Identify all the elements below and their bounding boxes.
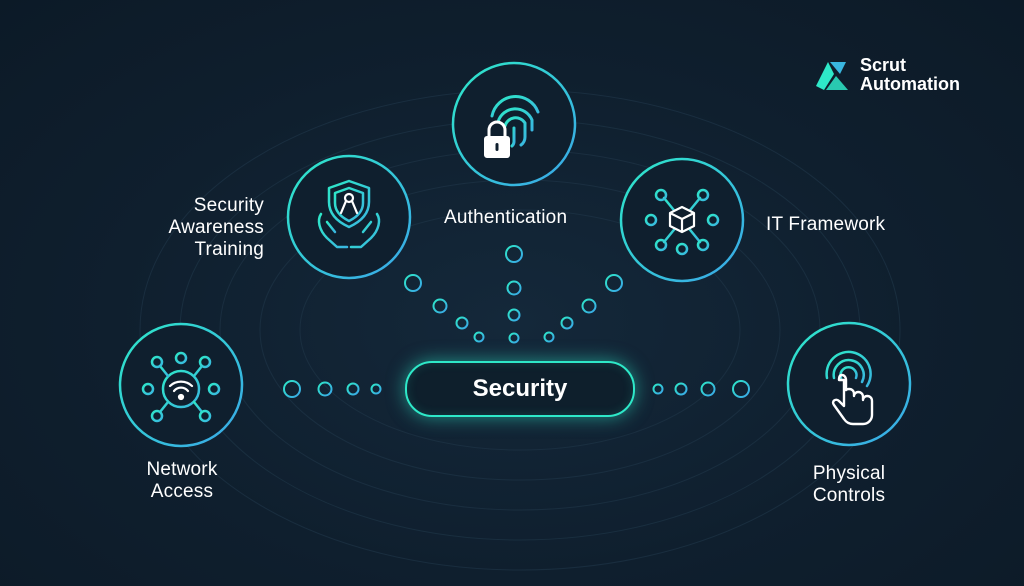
padlock-icon: [484, 120, 510, 158]
center-security-label: Security: [472, 375, 568, 402]
shield-hands-icon: [317, 179, 381, 249]
node-it-framework: [619, 157, 745, 283]
label-authentication: Authentication: [444, 207, 594, 229]
brand-name: Scrut Automation: [860, 56, 960, 94]
ribbon-icon: [339, 192, 359, 215]
node-physical-controls: [786, 321, 912, 447]
connector-dots-left: [283, 380, 382, 398]
scrut-logo-icon: [816, 62, 848, 90]
label-it-framework-text: IT Framework: [766, 214, 886, 235]
node-security-awareness: [286, 154, 412, 280]
label-network-access-line1: Network: [146, 459, 218, 480]
label-network-access: Network Access: [122, 459, 242, 503]
label-security-awareness-line1: Security: [193, 195, 264, 216]
brand-name-line2: Automation: [860, 74, 960, 94]
label-authentication-text: Authentication: [444, 207, 568, 228]
cube-icon: [668, 205, 696, 234]
wifi-icon: [168, 380, 194, 401]
label-security-awareness-line3: Training: [194, 239, 264, 260]
connector-dots-top: [505, 245, 523, 344]
label-physical-controls-line2: Controls: [812, 485, 886, 506]
connector-dots-upper-left: [404, 274, 485, 343]
label-physical-controls: Physical Controls: [789, 463, 909, 507]
center-security-node: Security: [405, 361, 635, 417]
label-physical-controls-line1: Physical: [812, 463, 886, 484]
fingerprint-lock-icon: [490, 95, 542, 148]
connector-dots-right: [652, 380, 750, 398]
label-security-awareness: Security Awareness Training: [140, 195, 264, 261]
network-nodes-icon: [141, 351, 221, 423]
brand-logo: Scrut Automation: [812, 56, 982, 96]
connector-dots-upper-right: [543, 274, 623, 343]
node-network-access: [118, 322, 244, 448]
label-it-framework: IT Framework: [766, 214, 916, 236]
brand-name-line1: Scrut: [860, 55, 907, 75]
node-authentication: [451, 61, 577, 187]
label-network-access-line2: Access: [150, 481, 214, 502]
label-security-awareness-line2: Awareness: [168, 217, 264, 238]
touch-finger-icon: [831, 373, 874, 426]
